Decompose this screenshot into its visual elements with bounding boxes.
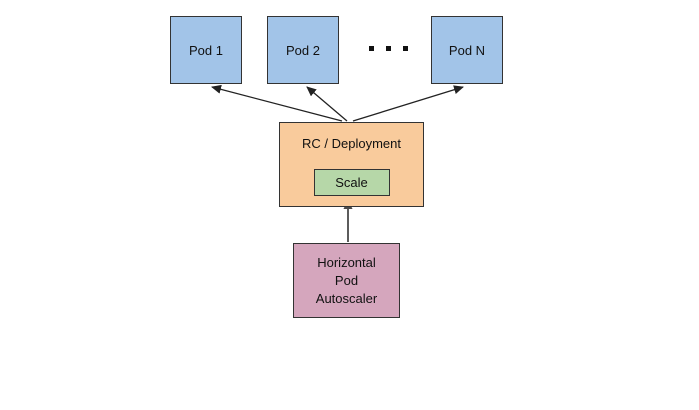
- node-pod-n: Pod N: [431, 16, 503, 84]
- node-scale: Scale: [313, 169, 390, 196]
- edge-rc-to-podN: [352, 85, 464, 122]
- node-rc-deployment-label: RC / Deployment: [302, 136, 401, 151]
- node-pod-2: Pod 2: [267, 16, 339, 84]
- edge-rc-to-pod1: [211, 84, 343, 122]
- node-scale-label: Scale: [335, 175, 368, 190]
- hpa-label-line-1: Horizontal: [317, 254, 376, 270]
- node-pod-1: Pod 1: [170, 16, 242, 84]
- node-horizontal-pod-autoscaler: Horizontal Pod Autoscaler: [293, 243, 400, 318]
- hpa-label-line-3: Autoscaler: [315, 290, 378, 306]
- node-rc-deployment: RC / Deployment Scale: [279, 122, 424, 207]
- node-pod-2-label: Pod 2: [286, 42, 320, 58]
- edge-rc-to-pod2: [306, 86, 348, 122]
- ellipsis-dot: [403, 46, 408, 51]
- node-pod-1-label: Pod 1: [189, 42, 223, 58]
- hpa-label-line-2: Pod: [334, 272, 359, 288]
- ellipsis-icon: [369, 46, 408, 51]
- ellipsis-dot: [386, 46, 391, 51]
- ellipsis-dot: [369, 46, 374, 51]
- node-pod-n-label: Pod N: [448, 42, 486, 58]
